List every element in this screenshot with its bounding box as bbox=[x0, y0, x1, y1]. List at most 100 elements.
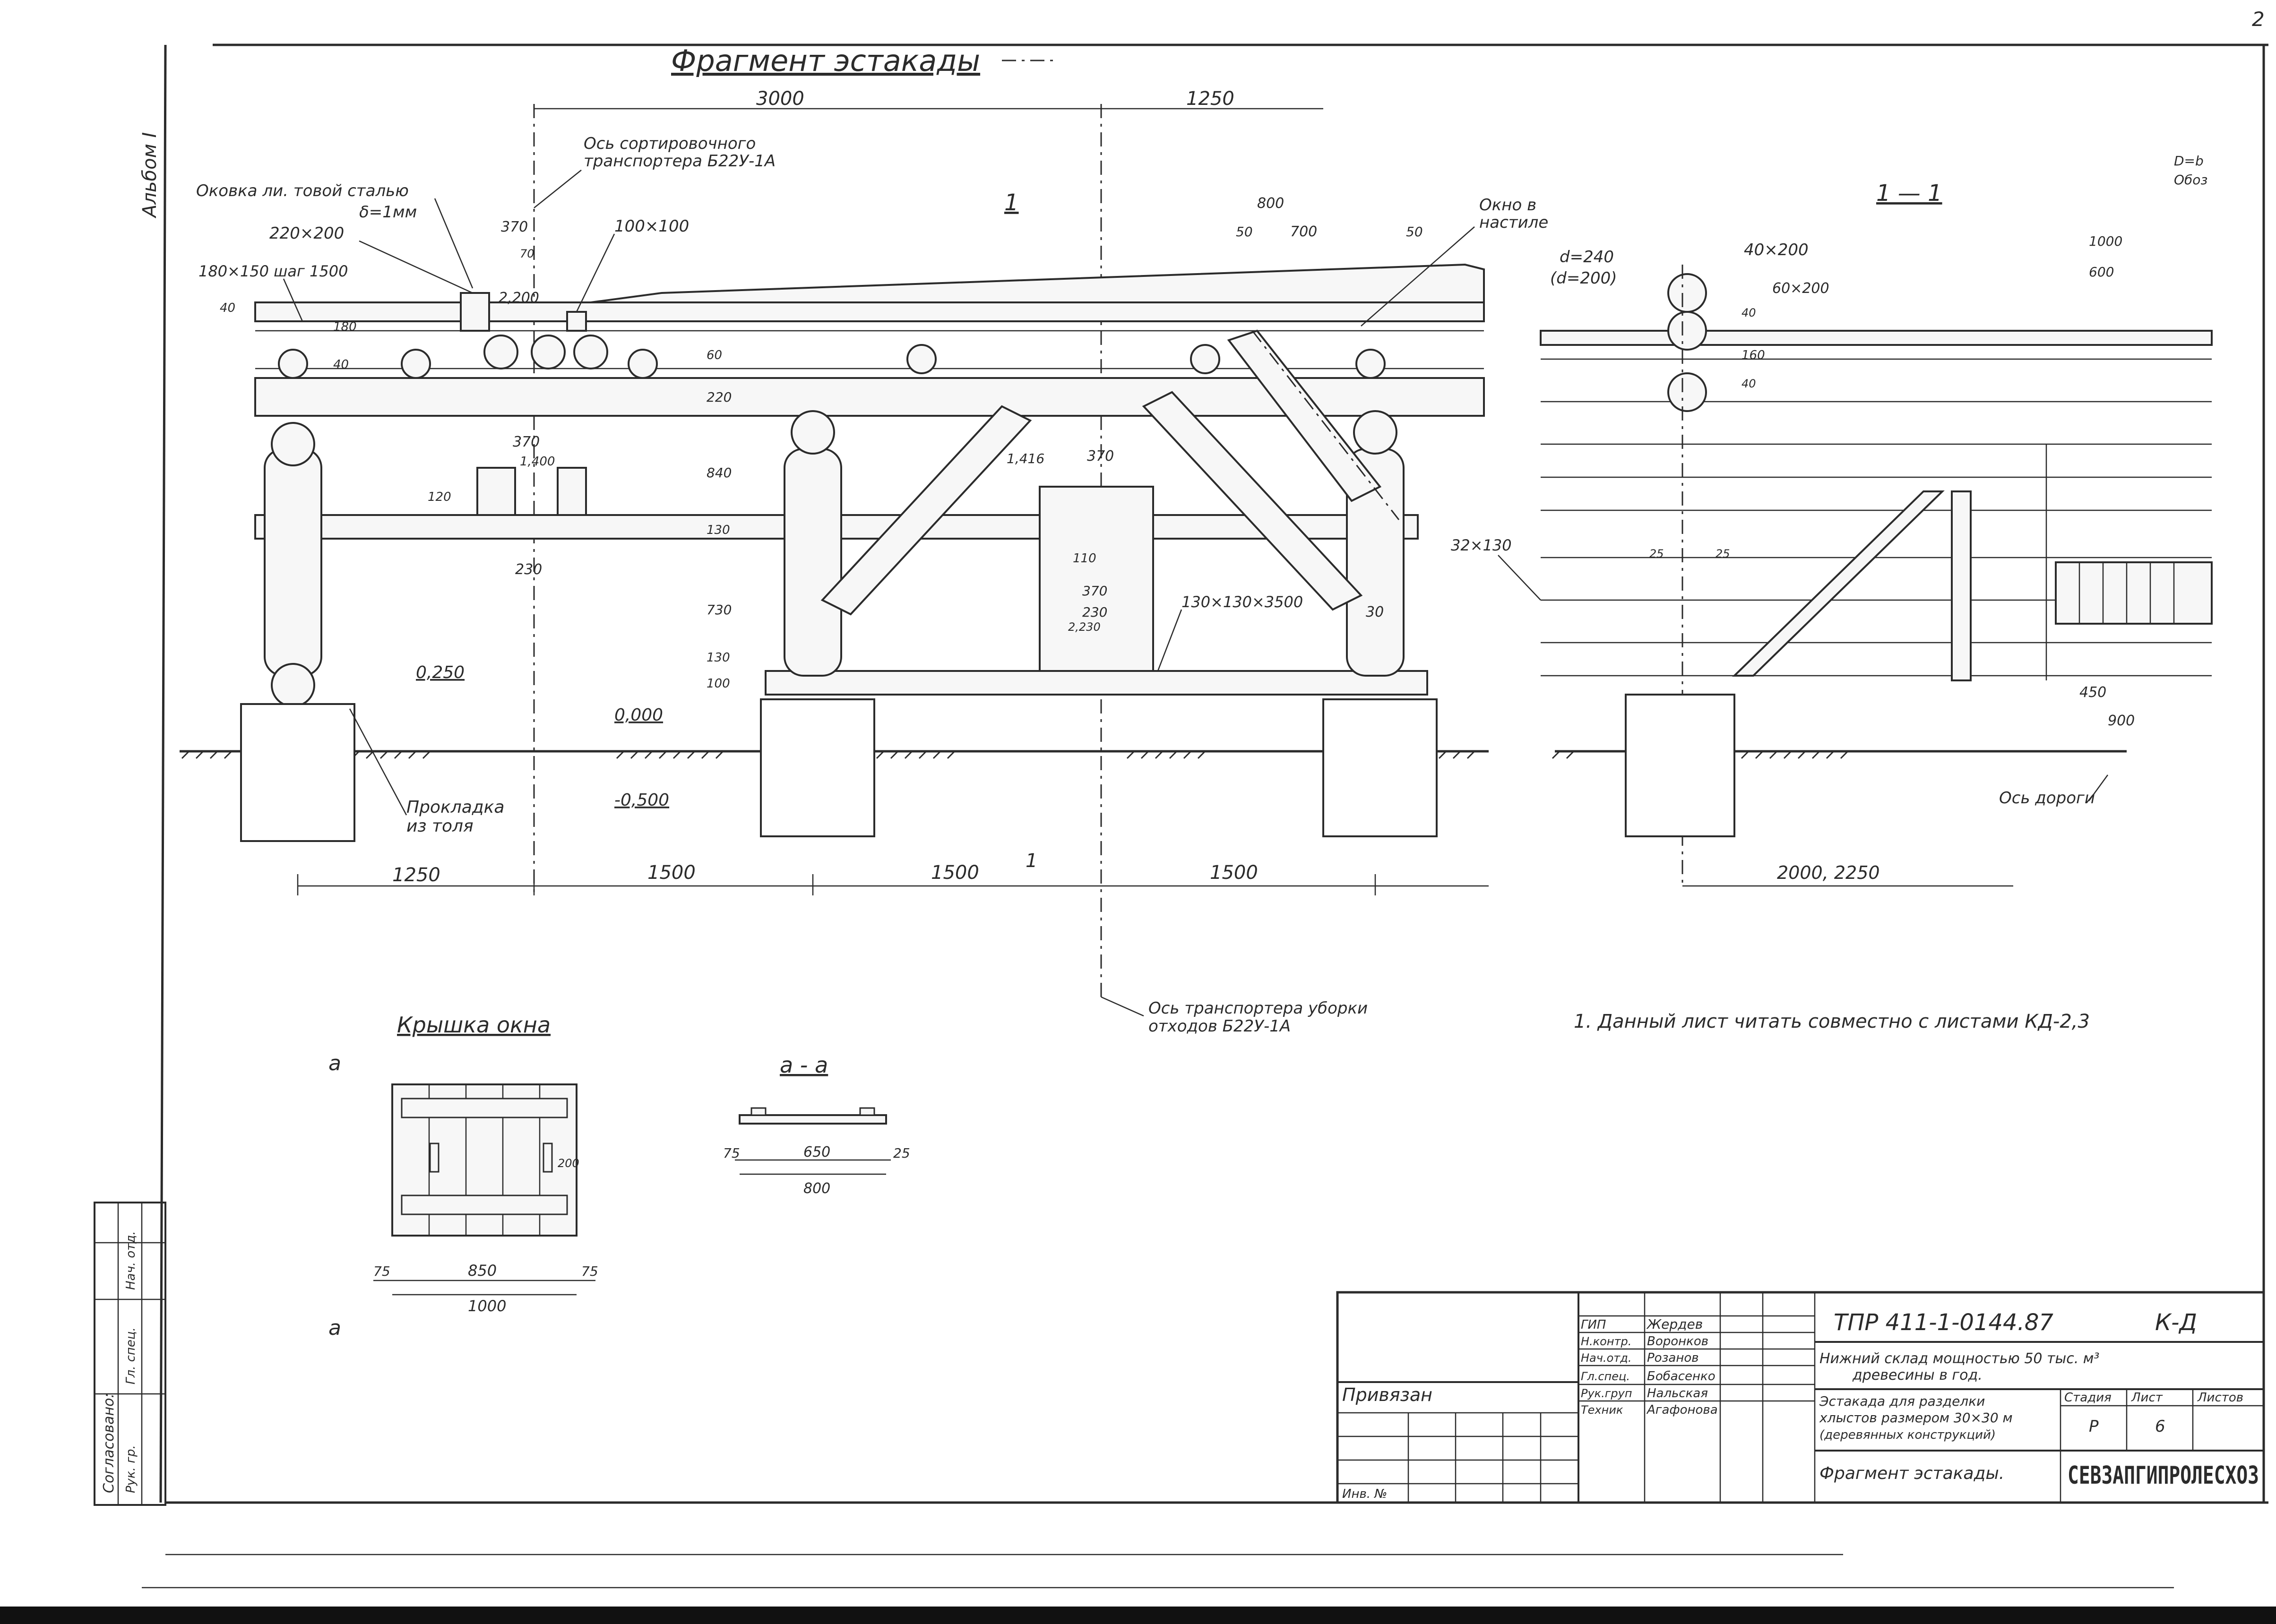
cut-mark-top: 1 bbox=[1004, 189, 1019, 216]
aa-view: a - a 75 650 25 800 bbox=[723, 1052, 910, 1197]
main-elevation: 3000 1250 bbox=[180, 88, 1548, 1036]
svg-text:1,416: 1,416 bbox=[1007, 451, 1044, 466]
role-3: Нач.отд. bbox=[1581, 1351, 1631, 1365]
dim-bottom-4: 1500 bbox=[1210, 862, 1258, 884]
svg-text:30: 30 bbox=[1366, 604, 1384, 620]
svg-text:40: 40 bbox=[1741, 306, 1756, 319]
svg-text:40: 40 bbox=[220, 301, 235, 315]
section-label: 1 — 1 bbox=[1876, 180, 1942, 206]
inv-label: Инв. № bbox=[1342, 1487, 1387, 1501]
approval-row-1: Рук. гр. bbox=[124, 1445, 138, 1493]
name-6: Агафонова bbox=[1646, 1403, 1718, 1417]
side-stamp: Альбом I bbox=[139, 132, 161, 219]
svg-text:370: 370 bbox=[501, 219, 528, 235]
svg-text:75: 75 bbox=[723, 1145, 740, 1161]
svg-text:110: 110 bbox=[1073, 551, 1096, 566]
name-2: Воронков bbox=[1647, 1334, 1708, 1349]
svg-text:25: 25 bbox=[893, 1145, 910, 1161]
section-board-60x200: 60×200 bbox=[1772, 280, 1829, 297]
lid-section-mark-top: a bbox=[328, 1051, 341, 1075]
callout-window-2: настиле bbox=[1479, 213, 1548, 232]
dim-bottom-1: 1250 bbox=[392, 864, 440, 886]
sheet-value: 6 bbox=[2155, 1417, 2165, 1436]
callout-sort-axis-1: Ось сортировочного bbox=[584, 134, 756, 153]
callout-waste-axis-1: Ось транспортера уборки bbox=[1148, 999, 1368, 1018]
svg-text:650: 650 bbox=[803, 1144, 830, 1160]
svg-text:370: 370 bbox=[1087, 448, 1114, 464]
project-line-2: древесины в год. bbox=[1852, 1367, 1983, 1383]
stage-value: Р bbox=[2089, 1417, 2099, 1436]
level-0250: 0,250 bbox=[416, 663, 465, 682]
log-circles bbox=[271, 335, 1397, 707]
svg-text:60: 60 bbox=[707, 348, 722, 362]
subject-line-3: (деревянных конструкций) bbox=[1819, 1428, 1996, 1442]
dim-top-1: 3000 bbox=[756, 88, 804, 110]
svg-text:130: 130 bbox=[707, 523, 730, 537]
callout-beam-130x130: 130×130×3500 bbox=[1181, 593, 1303, 611]
callout-beam-180x150: 180×150 шаг 1500 bbox=[198, 262, 348, 280]
svg-text:1000: 1000 bbox=[468, 1297, 506, 1315]
svg-text:800: 800 bbox=[1257, 195, 1284, 212]
privyazan-label: Привязан bbox=[1342, 1384, 1432, 1405]
callout-sort-axis-2: транспортера Б22У-1А bbox=[584, 152, 776, 171]
subject-line-2: хлыстов размером 30×30 м bbox=[1819, 1410, 2013, 1426]
section-road-axis: Ось дороги bbox=[1999, 789, 2095, 808]
project-line-1: Нижний склад мощностью 50 тыс. м³ bbox=[1819, 1350, 2099, 1367]
section-d-right-2: Обоз bbox=[2174, 172, 2207, 188]
corner-mark: 2 bbox=[2252, 8, 2265, 31]
sheet-title: Фрагмент эстакады. bbox=[1819, 1464, 2004, 1483]
callout-waste-axis-2: отходов Б22У-1А bbox=[1148, 1017, 1291, 1036]
scan-edge bbox=[0, 1607, 2276, 1624]
lid-title: Крышка окна bbox=[397, 1012, 551, 1038]
role-2: Н.контр. bbox=[1581, 1335, 1631, 1348]
callout-steel-binding-1: Оковка ли. товой сталью bbox=[196, 181, 409, 200]
svg-text:2,230: 2,230 bbox=[1068, 620, 1101, 634]
svg-text:130: 130 bbox=[707, 651, 730, 665]
callout-window-1: Окно в bbox=[1479, 196, 1536, 215]
svg-text:730: 730 bbox=[707, 602, 732, 618]
sheets-header: Листов bbox=[2197, 1391, 2243, 1405]
callout-steel-binding-2: δ=1мм bbox=[359, 203, 417, 222]
section-dimensions: 1000 600 40 160 40 25 25 450 900 bbox=[1649, 233, 2135, 729]
small-dimensions: 800 50 700 50 370 70 2,200 370 1,400 120… bbox=[428, 195, 1423, 634]
approval-block: Согласовано: Рук. гр. Гл. спец. Нач. отд… bbox=[94, 1202, 166, 1506]
svg-text:230: 230 bbox=[1082, 604, 1107, 620]
svg-text:840: 840 bbox=[707, 465, 732, 481]
role-4: Гл.спец. bbox=[1581, 1370, 1630, 1383]
section-diameter-2: (d=200) bbox=[1550, 269, 1617, 288]
approval-row-3: Нач. отд. bbox=[124, 1231, 138, 1290]
callout-pad-1: Прокладка bbox=[406, 798, 504, 817]
title-block: Привязан Инв. № ГИП Н.контр. Нач.отд. Гл… bbox=[1336, 1291, 2265, 1504]
callout-beam-220x200: 220×200 bbox=[269, 224, 344, 243]
svg-text:230: 230 bbox=[515, 561, 542, 578]
svg-text:40: 40 bbox=[333, 358, 349, 372]
svg-text:75: 75 bbox=[581, 1263, 598, 1279]
svg-text:50: 50 bbox=[1236, 224, 1253, 240]
sheet-header: Лист bbox=[2131, 1391, 2163, 1405]
svg-text:370: 370 bbox=[1082, 583, 1107, 599]
main-title: Фрагмент эстакады bbox=[671, 43, 980, 78]
lid-section-mark-bottom: a bbox=[328, 1316, 341, 1340]
name-4: Бобасенко bbox=[1647, 1369, 1716, 1383]
doc-code: ТПР 411-1-0144.87 bbox=[1834, 1309, 2053, 1336]
svg-text:40: 40 bbox=[1741, 377, 1756, 390]
stage-header: Стадия bbox=[2064, 1391, 2112, 1405]
svg-text:180: 180 bbox=[333, 320, 357, 334]
level-0000: 0,000 bbox=[614, 705, 663, 725]
general-note: 1. Данный лист читать совместно с листам… bbox=[1574, 1011, 2090, 1032]
svg-text:75: 75 bbox=[373, 1263, 390, 1279]
dim-bottom-2: 1500 bbox=[647, 862, 696, 884]
svg-text:370: 370 bbox=[513, 434, 540, 450]
section-board-32x130: 32×130 bbox=[1451, 536, 1512, 554]
svg-text:70: 70 bbox=[520, 247, 535, 260]
name-1: Жердев bbox=[1646, 1316, 1703, 1332]
section-d-right-1: D=b bbox=[2174, 153, 2204, 169]
callout-beam-100x100: 100×100 bbox=[614, 217, 689, 236]
role-5: Рук.груп bbox=[1581, 1387, 1632, 1400]
level-neg0500: -0,500 bbox=[614, 791, 669, 810]
role-6: Техник bbox=[1581, 1403, 1623, 1417]
svg-text:25: 25 bbox=[1716, 547, 1730, 560]
sheet-frame bbox=[142, 43, 2268, 1589]
svg-text:850: 850 bbox=[468, 1262, 497, 1280]
